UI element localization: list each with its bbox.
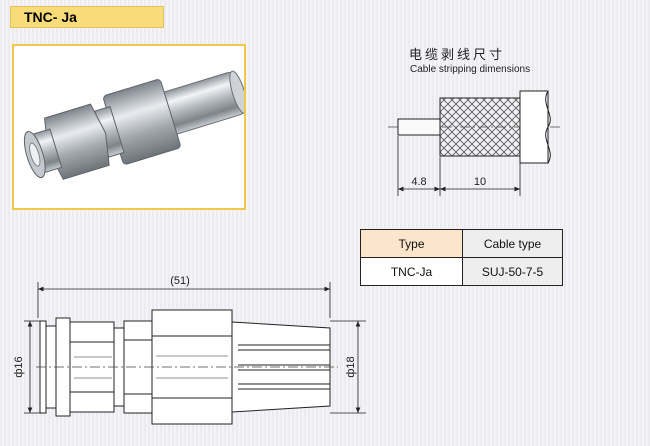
product-photo — [12, 44, 246, 210]
front-diameter-label: ф16 — [13, 356, 25, 377]
stripping-caption-en: Cable stripping dimensions — [410, 64, 531, 75]
table-header-row: Type Cable type — [360, 229, 563, 258]
rear-diameter-label: ф18 — [345, 356, 357, 377]
connector-drawing — [24, 282, 366, 425]
dim-strip-conductor: 4.8 — [411, 176, 426, 188]
cell-type: TNC-Ja — [360, 257, 463, 286]
stripping-caption-zh: 电缆剥线尺寸 — [409, 48, 506, 63]
cell-cable-type: SUJ-50-7-5 — [462, 257, 563, 286]
spec-table: Type Cable type TNC-Ja SUJ-50-7-5 — [360, 229, 563, 286]
dim-strip-braid: 10 — [474, 176, 486, 188]
table-row: TNC-Ja SUJ-50-7-5 — [360, 257, 563, 286]
page-title: TNC- Ja — [24, 9, 77, 25]
connector-photo — [23, 70, 244, 180]
title-bar: TNC- Ja — [10, 6, 164, 28]
overall-length-label: (51) — [170, 275, 190, 287]
stripped-cable-diagram: 4.8 10 — [388, 90, 560, 196]
header-cable-type: Cable type — [462, 229, 563, 258]
header-type: Type — [360, 229, 463, 258]
